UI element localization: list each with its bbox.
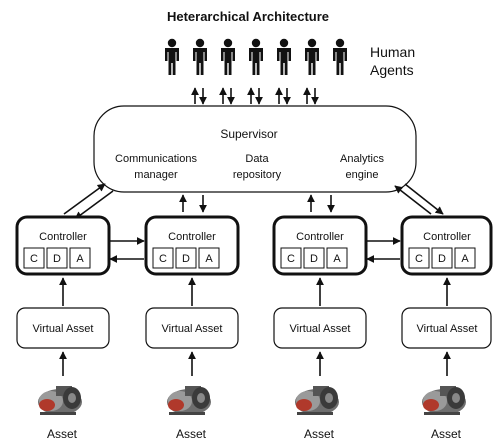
- asset-label: Asset: [176, 427, 207, 441]
- person-icon: [305, 38, 319, 75]
- virtual-asset-label: Virtual Asset: [162, 323, 223, 335]
- machine-icon: [167, 386, 211, 415]
- controller-cell-d: D: [310, 253, 318, 265]
- asset-virtual-asset-arrows: [59, 351, 451, 376]
- controller-label: Controller: [168, 231, 216, 243]
- data-repository-line2: repository: [233, 169, 282, 181]
- controller-cell-d: D: [438, 253, 446, 265]
- virtual-asset-label: Virtual Asset: [33, 323, 94, 335]
- analytics-engine-line1: Analytics: [340, 153, 385, 165]
- asset-label: Asset: [431, 427, 462, 441]
- controller-cell-a: A: [461, 253, 469, 265]
- person-icon: [165, 38, 179, 75]
- asset-label: Asset: [47, 427, 78, 441]
- human-supervisor-arrows: [191, 87, 319, 105]
- controller-1: Controller C D A: [15, 215, 111, 276]
- person-icon: [249, 38, 263, 75]
- virtual-asset-4: Virtual Asset: [401, 307, 492, 349]
- controller-cell-d: D: [53, 253, 61, 265]
- controller-peer-arrows: [109, 237, 401, 263]
- machine-icon: [38, 386, 82, 415]
- controller-cell-a: A: [205, 253, 213, 265]
- controller-cell-d: D: [182, 253, 190, 265]
- machine-icon: [295, 386, 339, 415]
- machine-icon: [422, 386, 466, 415]
- virtual-asset-2: Virtual Asset: [145, 307, 239, 349]
- controller-3: Controller C D A: [272, 215, 368, 276]
- data-repository-line1: Data: [245, 153, 269, 165]
- person-icon: [277, 38, 291, 75]
- controller-label: Controller: [39, 231, 87, 243]
- asset-label: Asset: [304, 427, 335, 441]
- controller-label: Controller: [296, 231, 344, 243]
- controller-cell-c: C: [287, 253, 295, 265]
- virtual-asset-label: Virtual Asset: [417, 323, 478, 335]
- controller-cell-c: C: [30, 253, 38, 265]
- supervisor-title: Supervisor: [220, 127, 277, 141]
- person-icon: [333, 38, 347, 75]
- controller-cell-a: A: [333, 253, 341, 265]
- controller-4: Controller C D A: [400, 215, 493, 276]
- virtual-asset-label: Virtual Asset: [290, 323, 351, 335]
- person-icon: [221, 38, 235, 75]
- controller-cell-a: A: [76, 253, 84, 265]
- human-agents: [165, 38, 347, 75]
- controller-cell-c: C: [159, 253, 167, 265]
- virtual-asset-controller-arrows: [59, 277, 451, 306]
- controller-label: Controller: [423, 231, 471, 243]
- virtual-asset-1: Virtual Asset: [16, 307, 110, 349]
- communications-manager-line2: manager: [134, 169, 178, 181]
- human-agents-label-line2: Agents: [370, 62, 414, 78]
- supervisor-box: Supervisor Communications manager Data r…: [93, 105, 417, 193]
- supervisor-controller-arrows: [63, 183, 444, 220]
- person-icon: [193, 38, 207, 75]
- diagram-title: Heterarchical Architecture: [167, 9, 329, 24]
- analytics-engine-line2: engine: [345, 169, 378, 181]
- virtual-asset-3: Virtual Asset: [273, 307, 367, 349]
- controller-cell-c: C: [415, 253, 423, 265]
- human-agents-label-line1: Human: [370, 44, 415, 60]
- communications-manager-line1: Communications: [115, 153, 197, 165]
- controller-2: Controller C D A: [144, 215, 240, 276]
